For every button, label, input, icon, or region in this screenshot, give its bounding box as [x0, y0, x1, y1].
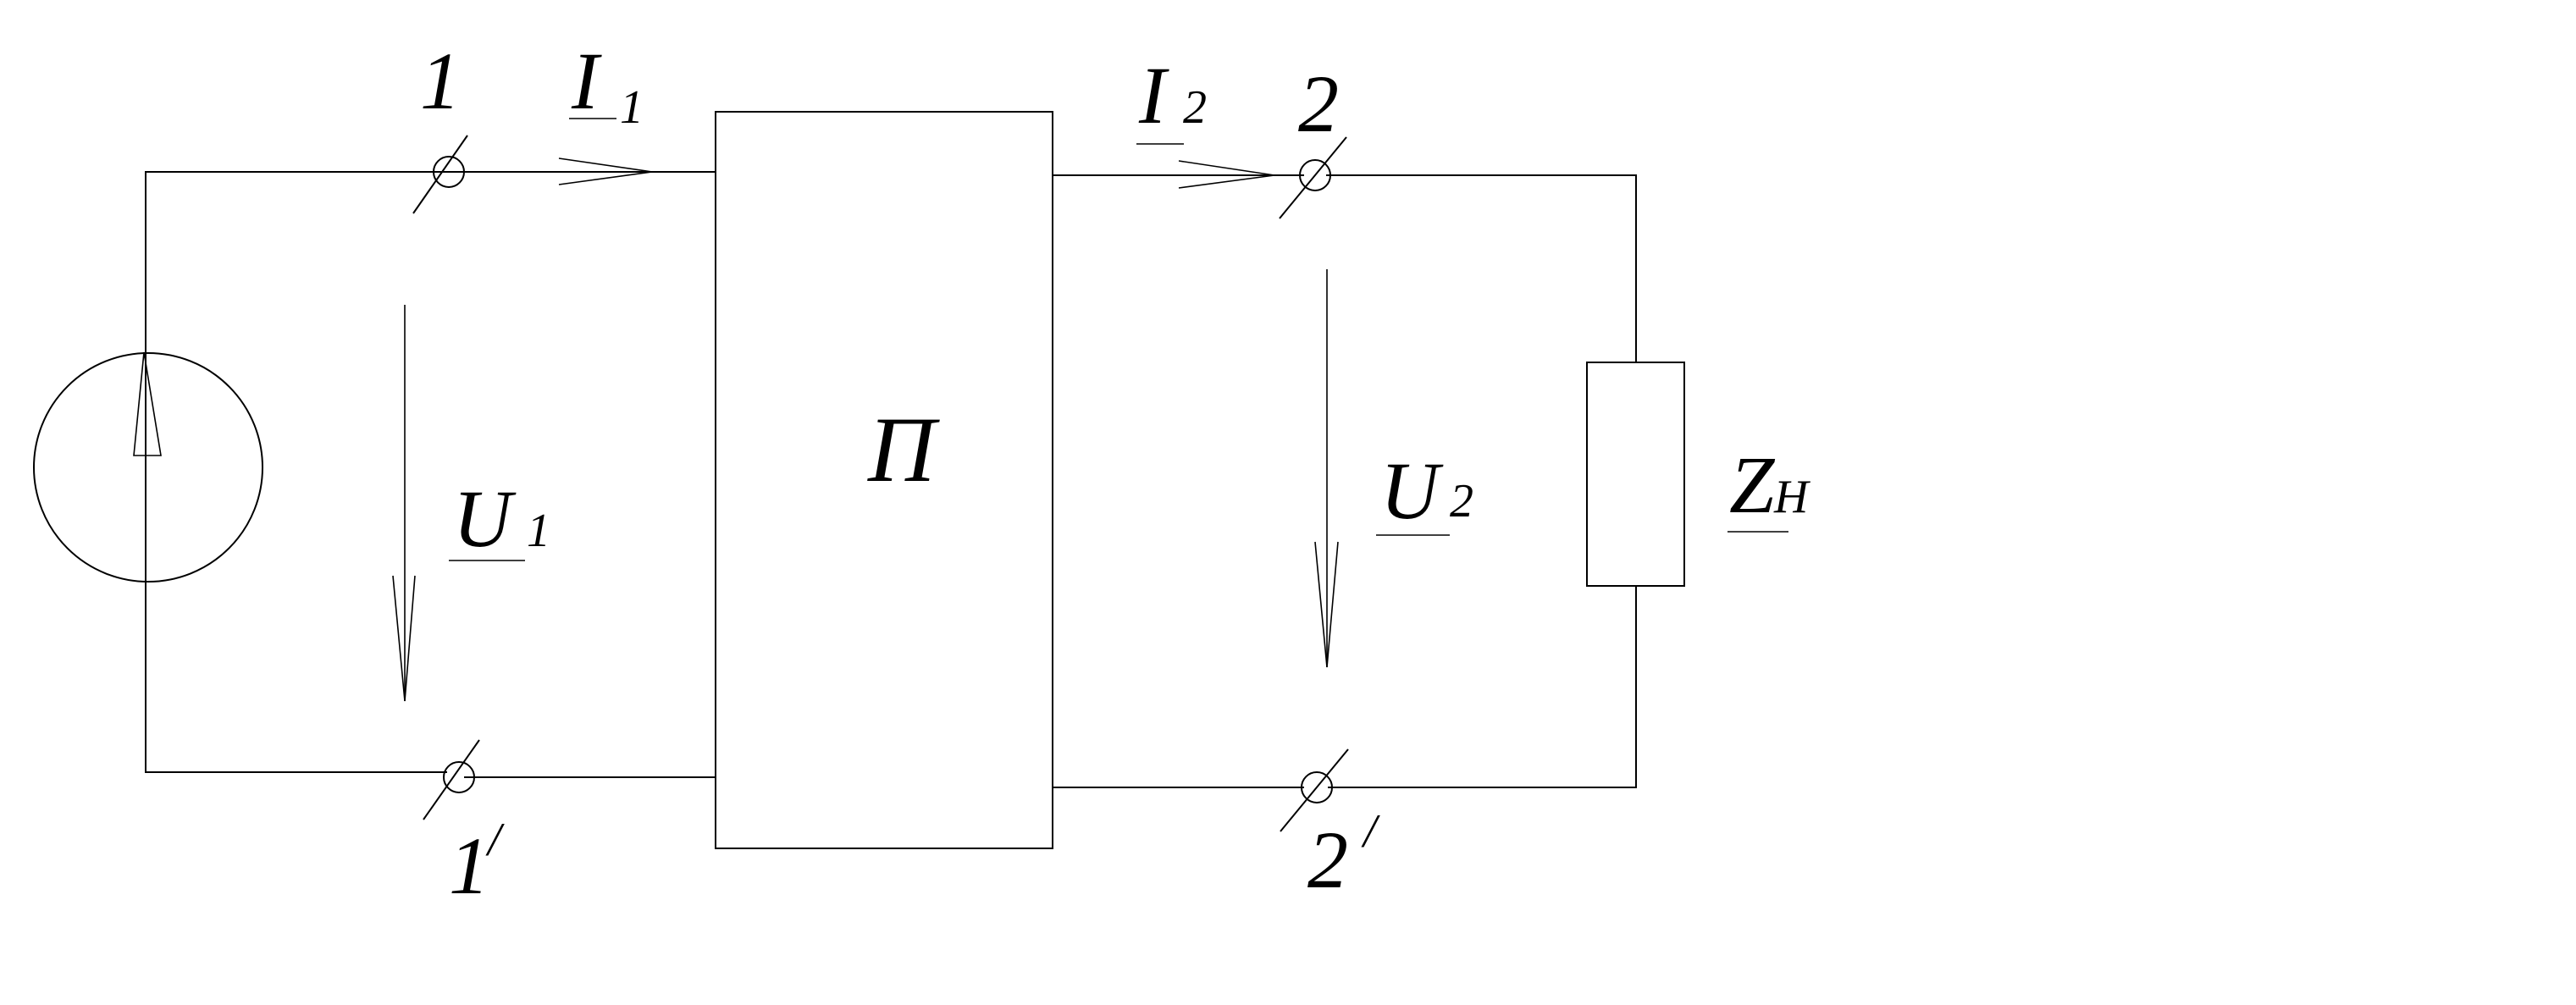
terminal-1-prime-label: 1	[449, 820, 489, 911]
terminal-2-label: 2	[1298, 58, 1339, 149]
current-i1-index: 1	[620, 81, 644, 134]
voltage-u1-symbol: U	[453, 473, 517, 564]
voltage-source	[33, 351, 263, 583]
voltage-u2-index: 2	[1450, 475, 1473, 527]
two-port-box-label: П	[867, 398, 940, 501]
terminal-2-prime-label: 2	[1307, 814, 1348, 905]
current-i2-symbol: I	[1138, 50, 1169, 141]
terminal-2	[1279, 136, 1347, 219]
current-i1-symbol: I	[571, 36, 602, 126]
voltage-u1-index: 1	[527, 505, 550, 557]
load-index: H	[1773, 471, 1810, 523]
input-source-wire	[145, 171, 447, 773]
load-wire	[1326, 174, 1637, 788]
voltage-u2-symbol: U	[1380, 445, 1444, 536]
load-symbol: Z	[1729, 439, 1776, 530]
terminal-2-prime-mark: /	[1361, 805, 1380, 858]
terminal-1-prime-mark: /	[485, 814, 505, 866]
terminal-1-label: 1	[420, 36, 461, 126]
terminal-2-prime	[1280, 748, 1349, 832]
current-i2-index: 2	[1183, 81, 1207, 134]
load-impedance	[1586, 362, 1685, 587]
voltage-u2-arrow	[1314, 269, 1339, 668]
current-i2-arrow	[1178, 160, 1275, 189]
current-i1-arrow	[558, 157, 653, 185]
terminal-1-prime	[423, 739, 480, 820]
terminal-1	[412, 135, 468, 214]
voltage-u1-arrow	[392, 305, 416, 702]
two-port-box	[715, 111, 1053, 849]
